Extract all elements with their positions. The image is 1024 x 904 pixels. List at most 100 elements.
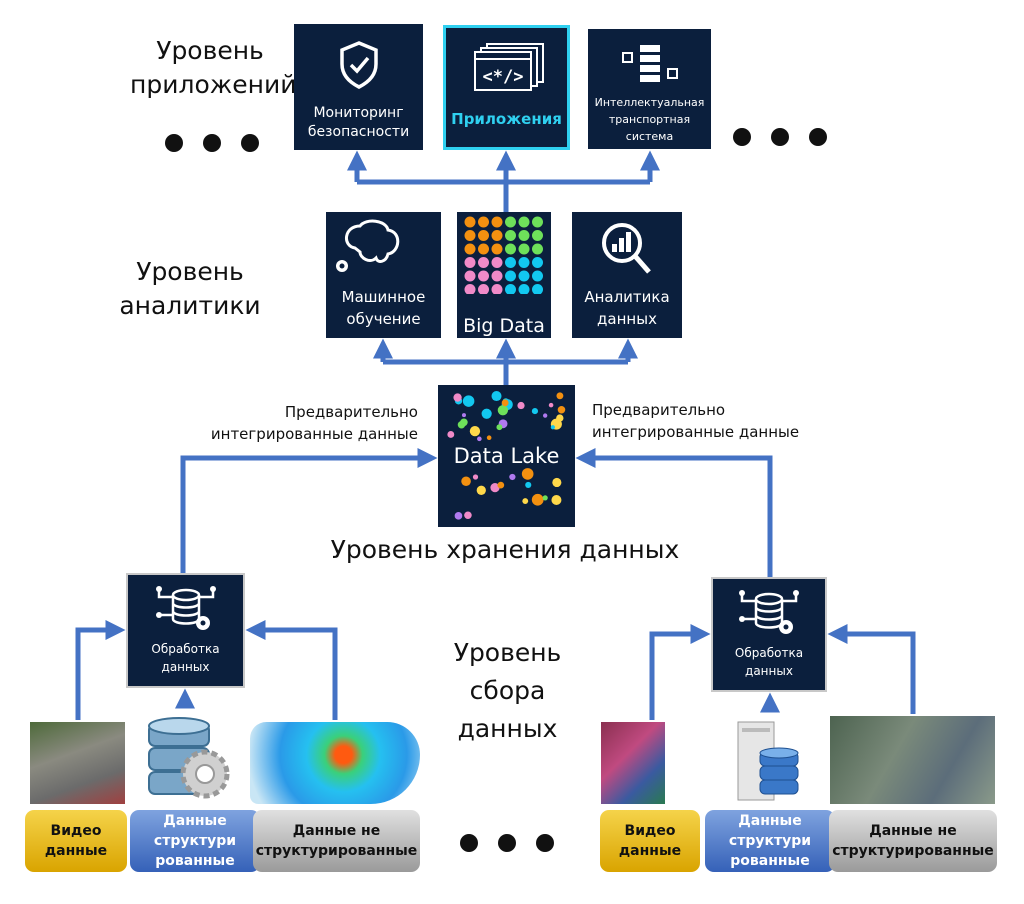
- level-text: Уровень: [136, 257, 244, 286]
- dot: [497, 481, 505, 489]
- dot: [517, 401, 525, 410]
- dot: [543, 413, 548, 418]
- dot: [552, 477, 562, 488]
- dot: [469, 425, 481, 437]
- shield-check-icon: [339, 41, 378, 89]
- arrow-left-to-lake: [180, 448, 438, 573]
- dot: [478, 270, 489, 282]
- ellipsis-dots: [733, 128, 827, 146]
- dot: [551, 494, 562, 505]
- tag-structured-data: Данные структури рованные: [130, 810, 260, 872]
- dot: [491, 391, 502, 402]
- dot: [557, 405, 566, 414]
- dot: [477, 436, 482, 442]
- ellipsis-dots: [460, 834, 554, 852]
- analytics-big-data: Big Data: [457, 212, 551, 338]
- arrow-right-to-lake: [575, 448, 773, 577]
- dot: [464, 284, 476, 294]
- dot: [525, 481, 532, 489]
- dot: [518, 230, 530, 241]
- dot: [464, 230, 476, 241]
- heatmap-image: [250, 722, 420, 804]
- database-gear-image: [148, 717, 230, 799]
- code-windows-icon: <*/>: [473, 43, 544, 91]
- database-gear-icon: [155, 586, 216, 630]
- level-text: данных: [457, 714, 558, 743]
- dot: [478, 284, 489, 294]
- dot: [464, 270, 476, 282]
- level-text: Уровень: [453, 638, 562, 667]
- box-label: Обработка данных: [151, 642, 220, 674]
- dot: [505, 243, 516, 255]
- dot: [464, 257, 476, 268]
- level-text: Уровень: [156, 36, 264, 65]
- dot: [521, 468, 534, 480]
- level-text: приложений: [130, 70, 297, 99]
- dot: [478, 216, 489, 228]
- dot: [496, 424, 503, 431]
- level-text: аналитики: [119, 291, 261, 320]
- video-street-image: [30, 722, 125, 804]
- dot: [556, 392, 564, 400]
- tag-structured-data: Данные структури рованные: [705, 810, 835, 872]
- level-applications: Уровень приложений: [130, 34, 297, 102]
- dot: [518, 270, 530, 282]
- box-label: Big Data: [463, 315, 545, 337]
- level-storage: Уровень хранения данных: [330, 535, 680, 564]
- dot-grid-icon: [464, 216, 543, 294]
- dot: [472, 474, 479, 480]
- dot: [478, 257, 489, 268]
- dot: [532, 243, 543, 255]
- dot: [532, 257, 543, 268]
- note-right: Предварительно интегрированные данные: [592, 401, 800, 441]
- box-label: Обработка данных: [734, 646, 804, 678]
- dot: [518, 284, 530, 294]
- app-applications: <*/> Приложения: [443, 25, 570, 150]
- dot: [518, 216, 530, 228]
- dot: [464, 243, 476, 255]
- dot: [491, 243, 503, 255]
- dot: [505, 216, 516, 228]
- box-label: Машинное обучение: [341, 288, 426, 328]
- dot: [518, 243, 530, 255]
- arrow: [827, 624, 916, 714]
- dot: [518, 257, 530, 268]
- scattered-dots-icon: [447, 391, 566, 520]
- dot: [486, 435, 492, 441]
- dot: [491, 284, 503, 294]
- tag-unstructured-data: Данные не структурированные: [829, 810, 997, 872]
- arrow: [649, 624, 711, 720]
- tag-video-data: Видео данные: [25, 810, 127, 872]
- dot: [548, 402, 554, 408]
- dot: [532, 284, 543, 294]
- brain-gear-icon: [336, 219, 400, 272]
- dot: [447, 431, 455, 438]
- tag-unstructured-data: Данные не структурированные: [253, 810, 420, 872]
- dot: [464, 511, 472, 520]
- satellite-image: [830, 716, 995, 804]
- server-database-image: [737, 721, 799, 801]
- dot: [491, 270, 503, 282]
- dot: [522, 498, 529, 505]
- dot: [542, 495, 548, 501]
- note-left: Предварительно интегрированные данные: [210, 403, 418, 443]
- dot: [460, 418, 468, 427]
- dot: [454, 512, 463, 520]
- arrow: [245, 620, 338, 720]
- analytics-machine-learning: Машинное обучение: [326, 212, 441, 338]
- box-label: Data Lake: [449, 444, 564, 468]
- dot: [532, 230, 543, 241]
- dot: [478, 243, 489, 255]
- dot: [490, 482, 500, 493]
- dot: [532, 216, 543, 228]
- flowchart-icon: [621, 45, 678, 82]
- dot: [497, 405, 509, 416]
- level-analytics: Уровень аналитики: [110, 255, 270, 323]
- dot: [461, 476, 471, 487]
- dot: [478, 230, 489, 241]
- data-lake: Data Lake: [438, 385, 575, 527]
- box-label: Приложения: [451, 110, 562, 128]
- dot: [464, 216, 476, 228]
